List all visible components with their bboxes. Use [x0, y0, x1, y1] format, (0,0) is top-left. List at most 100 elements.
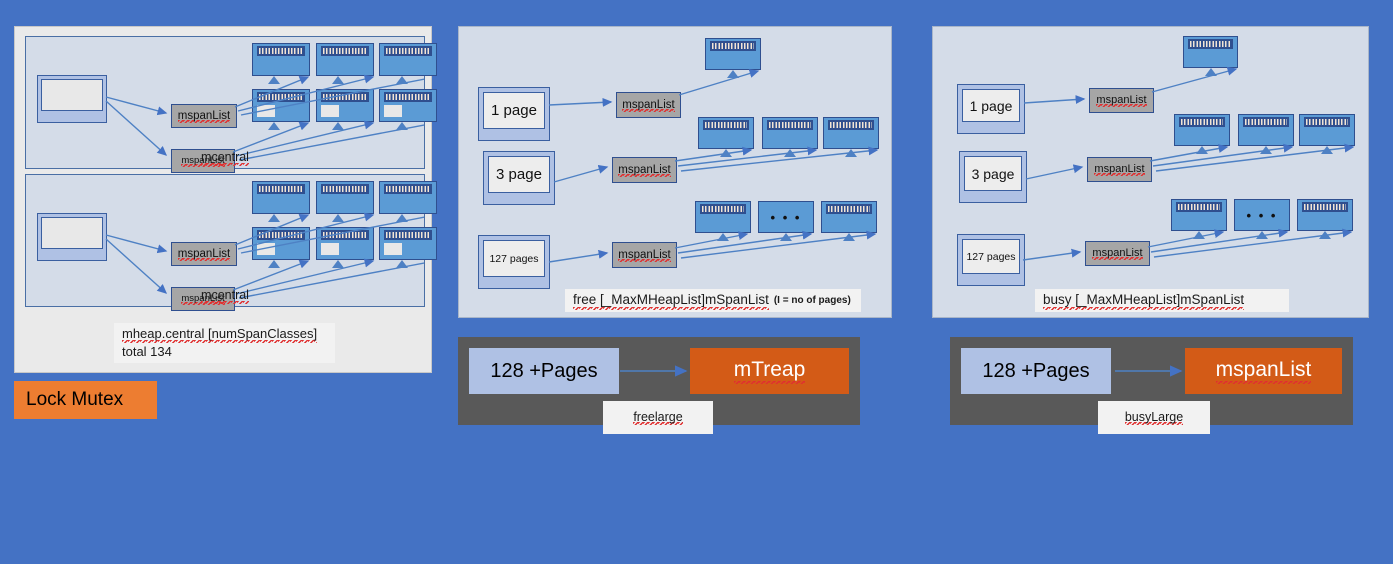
busy-panel-caption: busy [_MaxMHeapList]mSpanList [1035, 289, 1289, 312]
mcentral-struct-inner [41, 217, 103, 249]
page-size-label: 3 page [488, 156, 550, 193]
span-bar [384, 184, 432, 195]
memory-span-icon [821, 201, 877, 233]
free-panel-caption: free [_MaxMHeapList]mSpanList (I = no of… [565, 289, 861, 312]
ellipsis-icon: • • • [1246, 207, 1278, 223]
mspanlist-node[interactable]: mspanList [171, 242, 237, 266]
mcentral-struct-inner [41, 79, 103, 111]
page-size-label: 1 page [962, 89, 1020, 122]
mcentral-label: mcentral [201, 288, 249, 304]
span-free-slot [257, 104, 276, 117]
busy-panel-caption-text: busy [_MaxMHeapList]mSpanList [1043, 291, 1245, 310]
span-free-slot [384, 104, 403, 117]
mspanlist-label: mspanList [618, 163, 671, 177]
page-size-label: 1 page [483, 92, 545, 129]
span-bar [257, 46, 305, 57]
page-size-box: 127 pages [957, 234, 1025, 286]
page-size-box: 1 page [957, 84, 1025, 134]
span-bar [1302, 202, 1348, 212]
mspanlist-node[interactable]: mspanList [612, 157, 677, 183]
mcentral-label-wrap: mcentral [26, 150, 424, 166]
span-bar [1179, 117, 1225, 127]
mtreap-label: mTreap [733, 358, 806, 384]
memory-span-icon [316, 43, 374, 76]
page-size-box: 3 page [959, 151, 1027, 203]
memory-span-icon [705, 38, 761, 70]
memory-span-icon [1183, 36, 1238, 68]
mspanlist-label: mspanList [177, 109, 231, 123]
memory-span-icon [1297, 199, 1353, 231]
memory-span-icon [1238, 114, 1294, 146]
mheap-central-caption-line1: mheap.central [numSpanClasses] [122, 325, 318, 343]
busylarge-bar: 128 +Pages mspanList busyLarge [950, 337, 1353, 434]
memory-span-icon [379, 181, 437, 214]
mspanlist-node[interactable]: mspanList [171, 104, 237, 128]
page-size-box: 3 page [483, 151, 555, 205]
mcentral-group: mspanList mspanList [25, 174, 437, 311]
page-size-label: 127 pages [962, 239, 1020, 274]
mtreap-chip[interactable]: mTreap [690, 348, 849, 394]
ellipsis-icon: • • • [770, 209, 802, 225]
pages-chip-label: 128 +Pages [982, 359, 1090, 382]
mcentral-label-wrap: mcentral [26, 288, 424, 304]
pages-chip: 128 +Pages [469, 348, 619, 394]
free-spanlist-panel: 1 page mspanList 3 page mspanList 127 pa… [458, 26, 892, 318]
memory-span-icon [698, 117, 754, 149]
free-panel-caption-note: (I = no of pages) [773, 294, 851, 306]
page-size-label: 127 pages [483, 240, 545, 277]
span-bar [1188, 39, 1233, 49]
span-bar [1304, 117, 1350, 127]
span-bar [257, 184, 305, 195]
free-panel-caption-text: free [_MaxMHeapList]mSpanList [573, 291, 769, 310]
span-bar [257, 230, 305, 241]
memory-span-icon [1174, 114, 1230, 146]
memory-span-icon [695, 201, 751, 233]
span-bar [321, 46, 369, 57]
mspanlist-node[interactable]: mspanList [1087, 157, 1152, 182]
memory-span-icon [379, 43, 437, 76]
mcentral-label: mcentral [201, 150, 249, 166]
memory-span-icon [252, 181, 310, 214]
span-free-slot [321, 242, 340, 255]
page-size-label: 3 page [964, 156, 1022, 191]
freelarge-bar: 128 +Pages mTreap freelarge [458, 337, 860, 434]
page-size-box: 1 page [478, 87, 550, 141]
mcentral-group: mspanList mspanList [25, 36, 437, 173]
span-bar [384, 230, 432, 241]
mspanlist-node[interactable]: mspanList [616, 92, 681, 118]
span-bar [384, 46, 432, 57]
memory-span-icon [1171, 199, 1227, 231]
lock-mutex-button[interactable]: Lock Mutex [14, 381, 157, 419]
span-bar [826, 204, 872, 214]
span-bar [384, 92, 432, 103]
mspanlist-node[interactable]: mspanList [612, 242, 677, 268]
span-bar [767, 120, 813, 130]
busylarge-caption: busyLarge [1098, 401, 1210, 434]
mspanlist-label: mspanList [1092, 247, 1143, 260]
span-bar [257, 92, 305, 103]
busy-spanlist-panel: 1 page mspanList 3 page mspanList 127 pa… [932, 26, 1369, 318]
memory-span-icon [252, 43, 310, 76]
busylarge-caption-label: busyLarge [1124, 410, 1184, 425]
span-bar [710, 41, 756, 51]
mheap-central-caption-line2: total 134 [122, 344, 172, 359]
span-bar [321, 184, 369, 195]
mspanlist-label: mspanList [618, 248, 671, 262]
span-bar [1243, 117, 1289, 127]
span-bar [321, 230, 369, 241]
mheap-central-panel: mspanList mspanList [14, 26, 437, 373]
mspanlist-node[interactable]: mspanList [1085, 241, 1150, 266]
span-free-slot [257, 242, 276, 255]
freelarge-caption: freelarge [603, 401, 713, 434]
mspanlist-node[interactable]: mspanList [1089, 88, 1154, 113]
mcentral-struct-box [37, 213, 107, 261]
mspanlist-chip[interactable]: mspanList [1185, 348, 1342, 394]
span-bar [321, 92, 369, 103]
freelarge-caption-label: freelarge [633, 410, 683, 425]
pages-chip: 128 +Pages [961, 348, 1111, 394]
mspanlist-label: mspanList [1096, 94, 1147, 107]
mcentral-struct-box [37, 75, 107, 123]
memory-span-ellipsis-icon: • • • [1234, 199, 1290, 231]
memory-span-icon [379, 89, 437, 122]
memory-span-icon [1299, 114, 1355, 146]
